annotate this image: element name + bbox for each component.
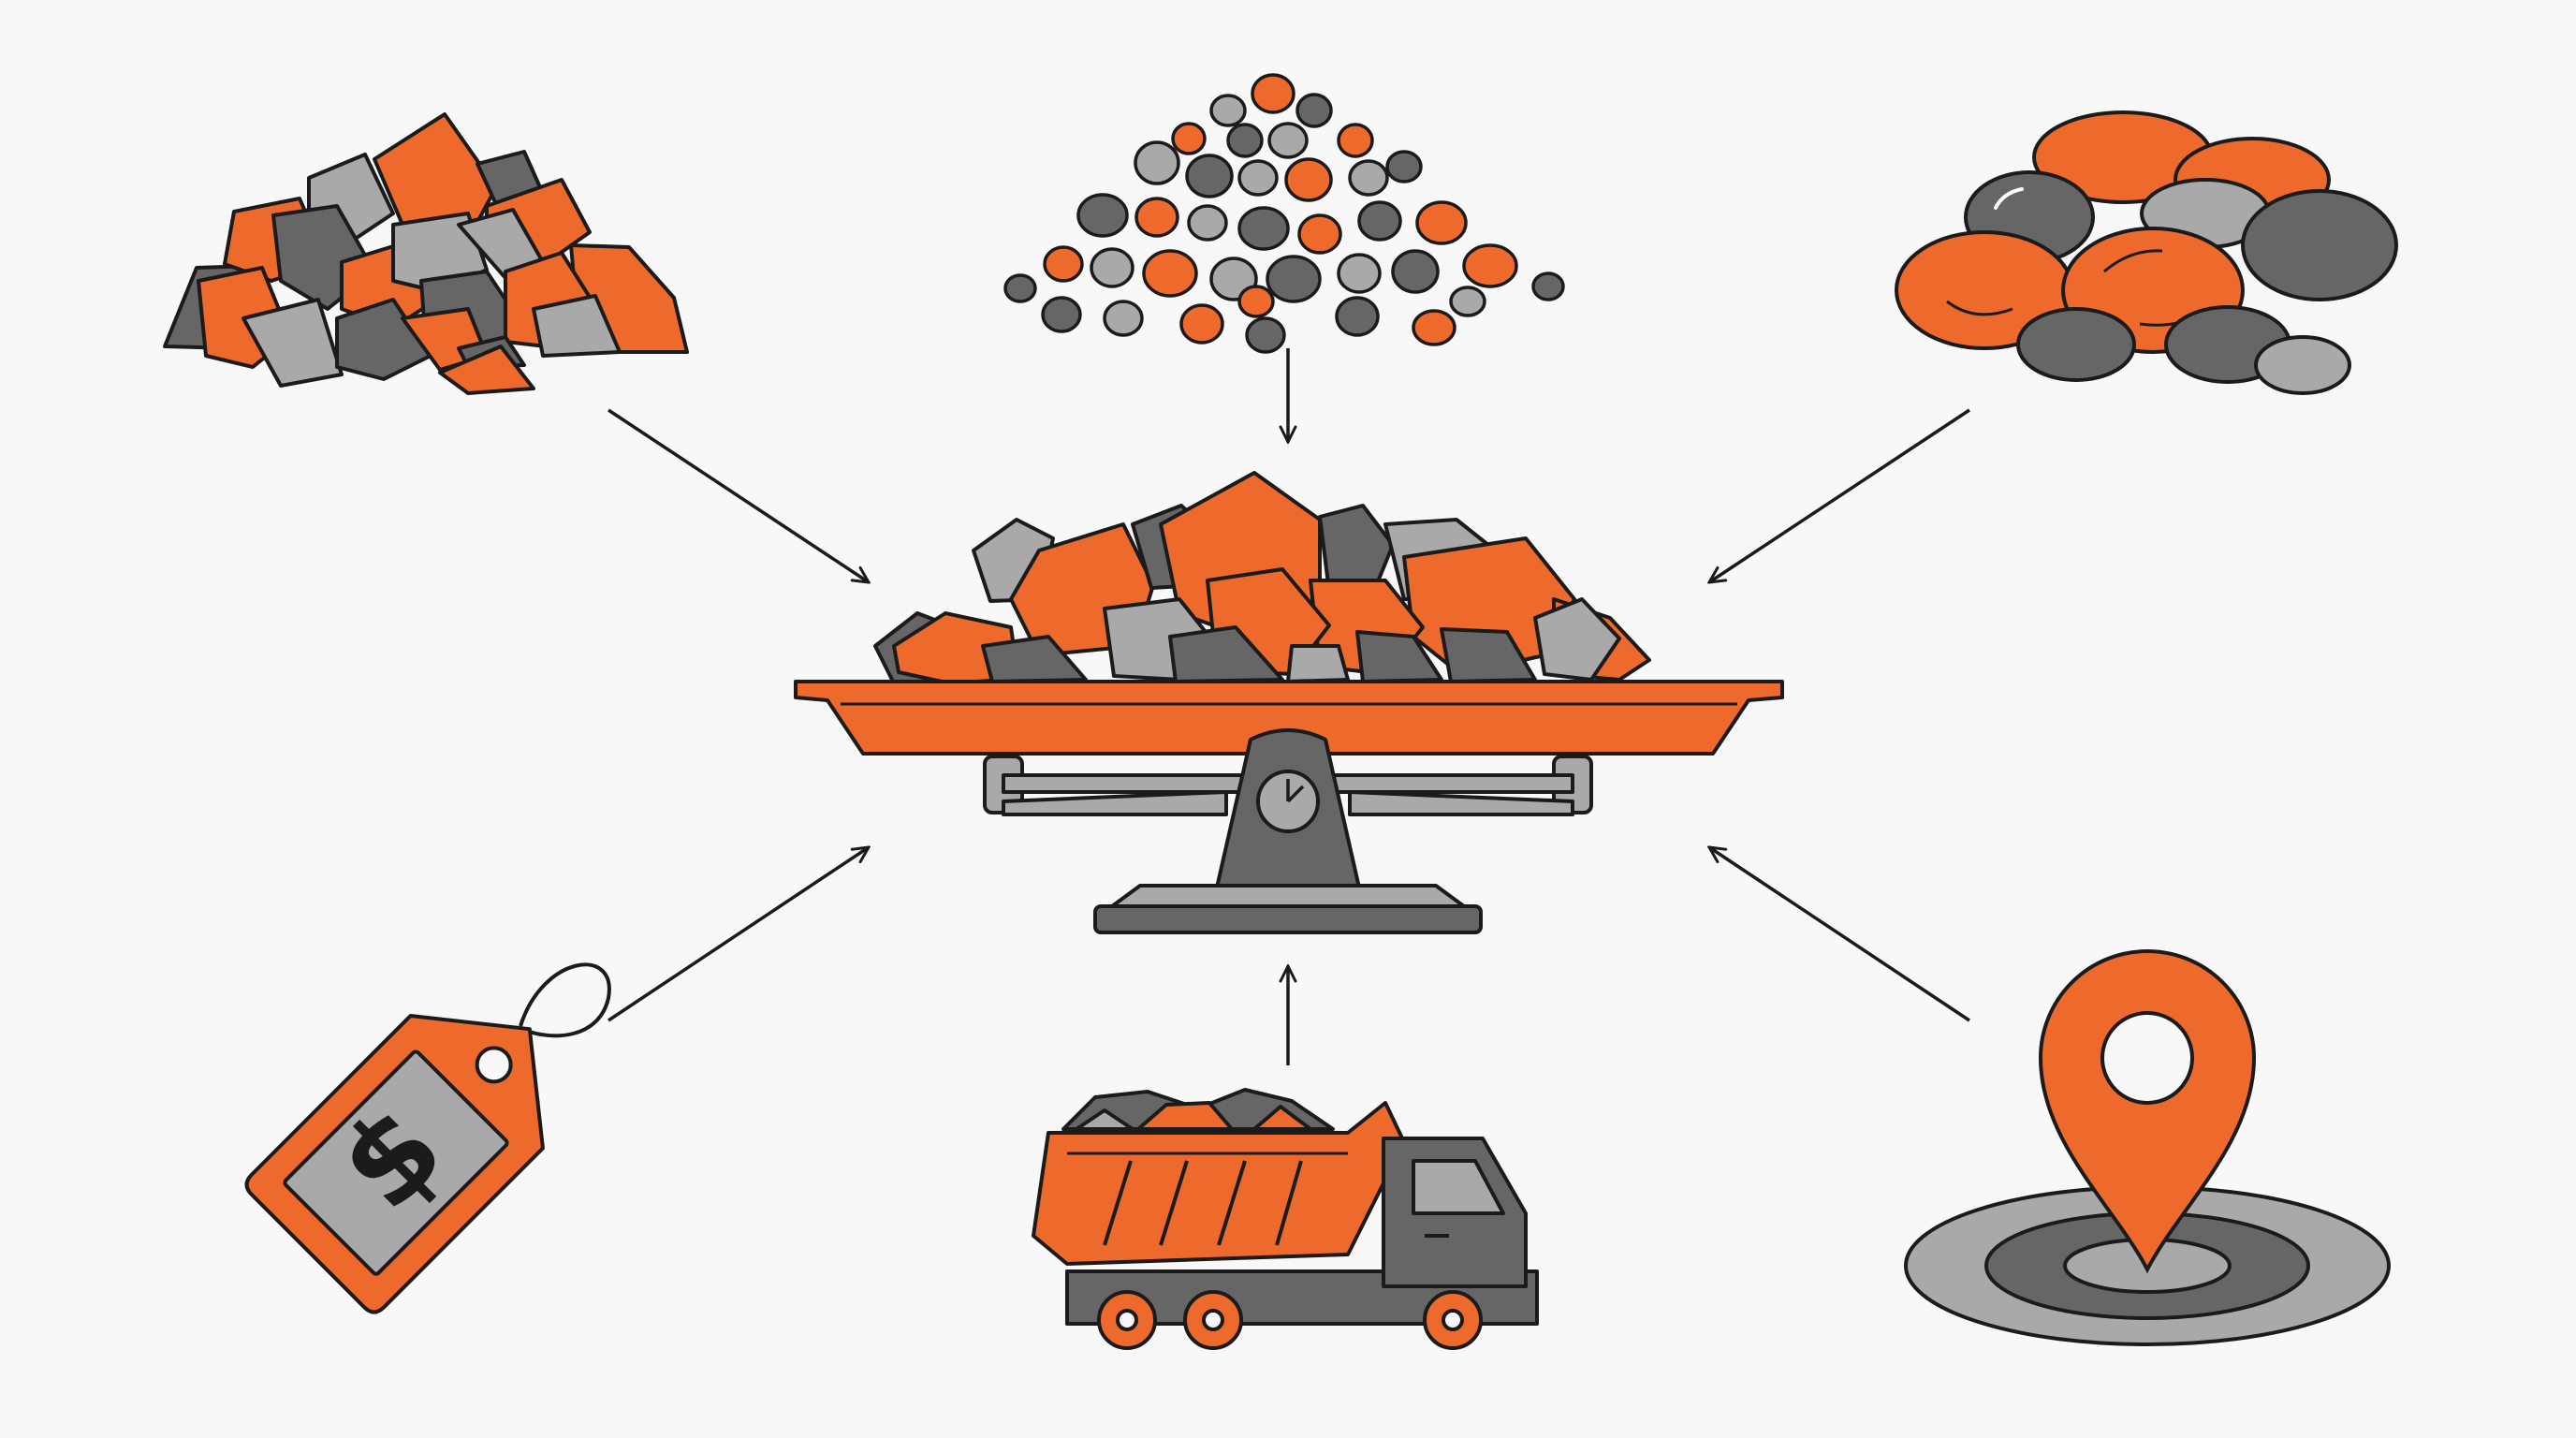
truck-wheels [1097, 1290, 1483, 1350]
arrow-top-right [1709, 408, 1970, 582]
pin-marker [2038, 949, 2257, 1274]
location-pin-icon [1904, 949, 2391, 1346]
angular-rock-pile-icon [163, 112, 689, 395]
arrows [607, 348, 1970, 1065]
price-tag-hole [475, 1046, 513, 1084]
price-tag-string [519, 962, 611, 1038]
dump-truck-icon [1032, 1088, 1539, 1350]
rounded-pebble-pile-icon [1895, 110, 2398, 395]
arrow-top-left [607, 408, 869, 582]
price-tag-icon: $ [244, 962, 611, 1314]
arrow-bottom-left [607, 847, 869, 1022]
pellet-pile-icon [1003, 73, 1565, 354]
truck-window [1412, 1159, 1505, 1215]
scale-with-ore-pile-icon [794, 471, 1784, 934]
scale-base [1110, 884, 1466, 908]
center-ore-pile [873, 471, 1651, 685]
truck-dump-bed [1032, 1101, 1406, 1266]
scale-tray [794, 680, 1784, 756]
arrow-bottom-right [1709, 847, 1970, 1022]
pin-hole [2100, 1011, 2194, 1105]
price-tag-label [283, 1049, 509, 1276]
